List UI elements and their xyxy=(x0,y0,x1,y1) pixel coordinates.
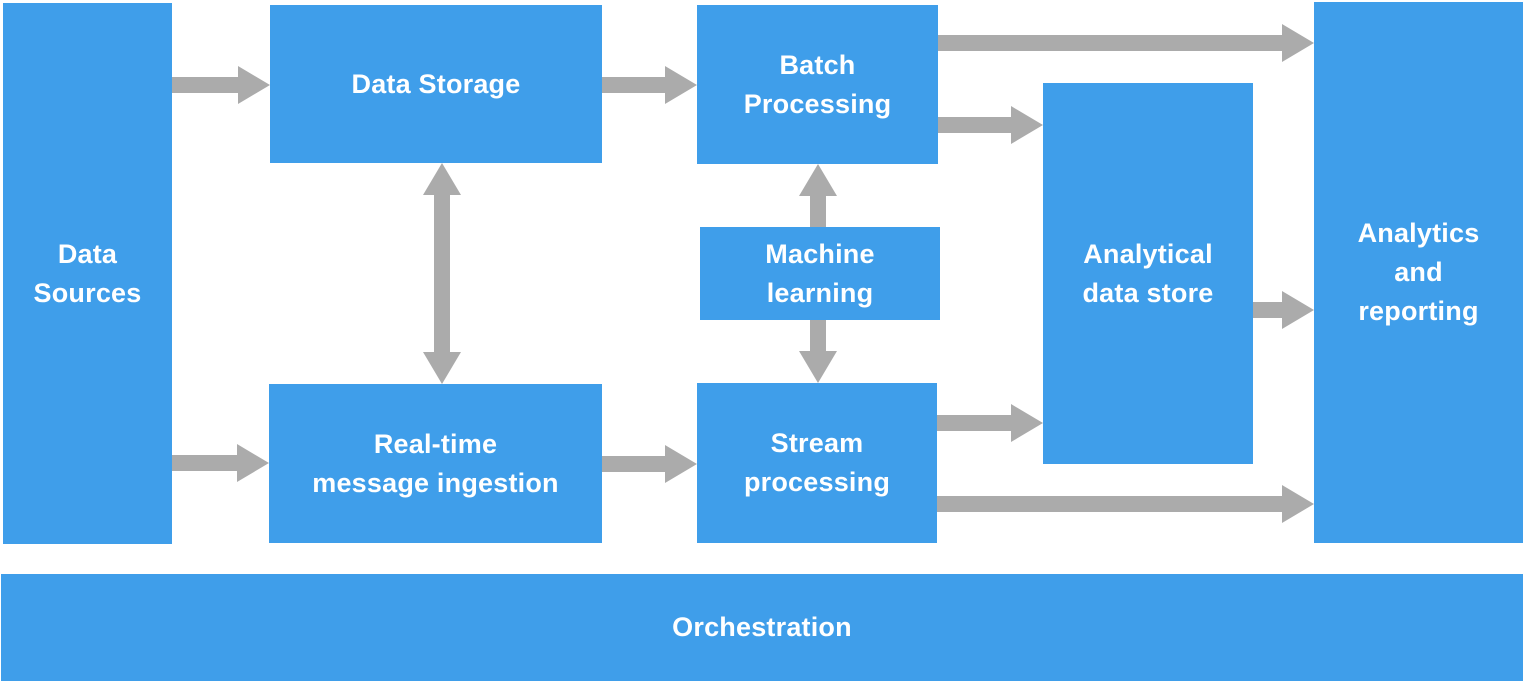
arrow-batch-processing-to-analytics-reporting xyxy=(938,24,1314,62)
arrow-machine-learning-to-batch-processing xyxy=(799,164,837,227)
node-label-line: Machine xyxy=(765,238,875,269)
node-data-storage: Data Storage xyxy=(270,5,602,163)
node-label-line: Analytical xyxy=(1083,238,1213,269)
node-label-line: Real-time xyxy=(373,428,498,459)
node-label-line: Processing xyxy=(743,88,892,119)
node-label-line: Data xyxy=(57,238,118,269)
arrow-data-storage-to-batch-processing xyxy=(602,66,697,104)
node-label-line: Stream xyxy=(770,428,864,458)
node-data-sources: Data Sources xyxy=(3,3,172,544)
arrow-data-sources-to-real-time-ingestion xyxy=(172,444,269,482)
arrow-machine-learning-to-stream-processing xyxy=(799,320,837,383)
node-label-line: Data Storage xyxy=(351,68,521,99)
node-analytics-and-reporting: Analytics and reporting xyxy=(1314,2,1523,543)
node-label-line: Analytics xyxy=(1357,218,1480,248)
node-label-line: reporting xyxy=(1358,296,1479,326)
node-machine-learning: Machine learning xyxy=(700,227,940,320)
node-batch-processing: Batch Processing xyxy=(697,5,938,164)
arrow-real-time-to-stream-processing xyxy=(602,445,697,483)
node-label-line: learning xyxy=(766,277,874,308)
node-label-line: message ingestion xyxy=(312,467,559,498)
node-label-line: Orchestration xyxy=(672,612,852,642)
arrow-data-storage-real-time-double xyxy=(423,163,461,384)
arrow-analytical-store-to-analytics-reporting xyxy=(1253,291,1314,329)
node-analytical-data-store: Analytical data store xyxy=(1043,83,1253,464)
arrow-batch-processing-to-analytical-store xyxy=(938,106,1043,144)
node-label-line: Sources xyxy=(33,277,142,308)
arrow-data-sources-to-data-storage xyxy=(172,66,270,104)
node-orchestration: Orchestration xyxy=(1,574,1523,681)
node-real-time-message-ingestion: Real-time message ingestion xyxy=(269,384,602,543)
node-label-line: Batch xyxy=(779,49,856,80)
arrow-stream-processing-to-analytics-reporting xyxy=(937,485,1314,523)
node-stream-processing: Stream processing xyxy=(697,383,937,543)
node-label-line: data store xyxy=(1082,277,1214,308)
node-label-line: processing xyxy=(743,467,891,497)
arrow-stream-processing-to-analytical-store xyxy=(937,404,1043,442)
node-label-line: and xyxy=(1394,257,1443,287)
